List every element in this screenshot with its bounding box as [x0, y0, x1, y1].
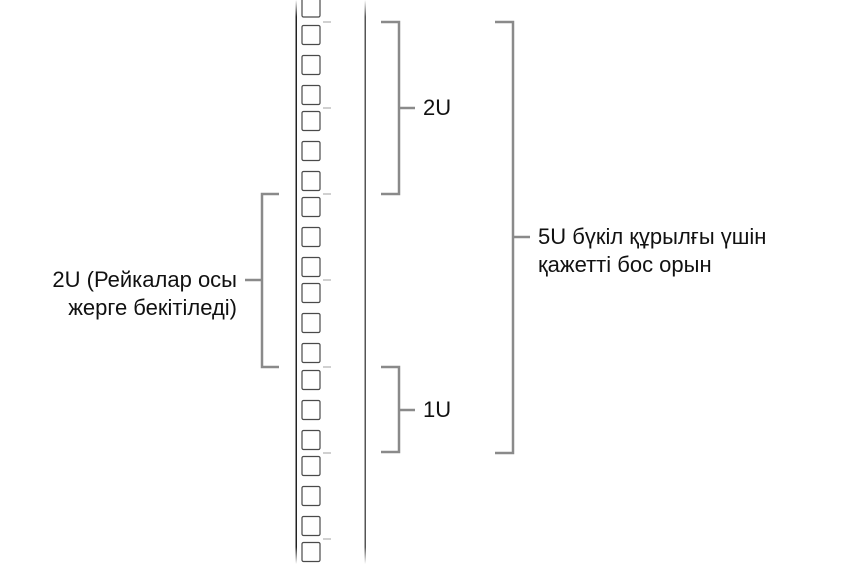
label-top-2u: 2U — [423, 95, 452, 120]
rack-hole — [301, 256, 321, 278]
bracket-bottom-1u — [381, 365, 415, 454]
label-bottom-1u: 1U — [423, 397, 452, 422]
bracket-total-5u — [495, 20, 530, 455]
rack-hole — [301, 515, 321, 537]
rack-hole — [301, 140, 321, 162]
rack-hole — [301, 369, 321, 391]
rack-hole — [301, 455, 321, 477]
rack-hole — [301, 342, 321, 364]
rack-hole — [301, 196, 321, 218]
rack-hole — [301, 110, 321, 132]
rack-hole — [301, 170, 321, 192]
bracket-top-2u — [381, 20, 415, 196]
label-mounting-2u-line1: 2U (Рейкалар осы — [52, 267, 237, 292]
label-mounting-2u-line2: жерге бекітіледі) — [68, 295, 237, 320]
rack-hole — [301, 0, 321, 18]
rack-hole — [301, 282, 321, 304]
label-total-5u-line2: қажетті бос орын — [538, 252, 712, 277]
rack-hole — [301, 312, 321, 334]
rack-hole — [301, 485, 321, 507]
rack-hole — [301, 399, 321, 421]
rack-rail-right — [364, 0, 366, 564]
rack-hole — [301, 54, 321, 76]
bracket-mounting-2u — [245, 192, 279, 369]
rack-hole — [301, 429, 321, 451]
rack-hole — [301, 226, 321, 248]
rack-hole — [301, 84, 321, 106]
unit-ticks — [323, 21, 331, 540]
rack-rail-left — [295, 0, 297, 564]
rack-hole — [301, 24, 321, 46]
rack-holes — [301, 0, 321, 563]
rack-hole — [301, 541, 321, 563]
label-total-5u-line1: 5U бүкіл құрылғы үшін — [538, 224, 767, 249]
